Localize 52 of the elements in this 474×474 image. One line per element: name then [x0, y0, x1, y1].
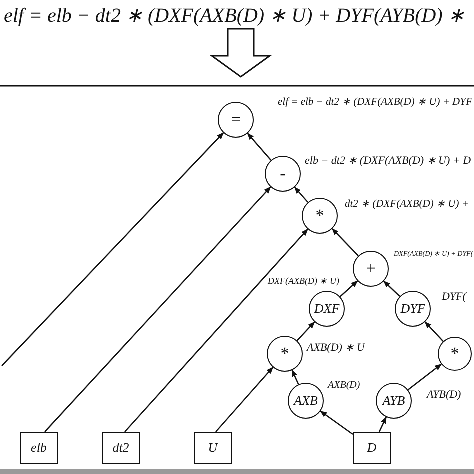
- arrow: [44, 186, 272, 432]
- expression-label: dt2 ∗ (DXF(AXB(D) ∗ U) +: [345, 200, 469, 210]
- input-box: [194, 432, 232, 464]
- arrow: [292, 370, 300, 385]
- expression-label: DYF(: [442, 292, 466, 303]
- arrow: [340, 280, 358, 298]
- operation-circle: [376, 383, 412, 419]
- operator-label: DYF: [400, 301, 426, 317]
- expression-label: elf = elb − dt2 ∗ (DXF(AXB(D) ∗ U) + DYF: [278, 98, 472, 108]
- operator-label: AXB: [294, 393, 318, 409]
- variable-label: elb: [31, 440, 47, 456]
- arrow: [124, 228, 308, 432]
- operation-circle: [353, 251, 389, 287]
- variable-label: D: [367, 440, 377, 456]
- arrow: [424, 322, 444, 342]
- arrow: [2, 132, 224, 366]
- expression-label: AXB(D): [328, 381, 360, 391]
- operator-label: -: [280, 164, 286, 184]
- operation-circle: [288, 383, 324, 419]
- expression-label: AYB(D): [427, 390, 462, 401]
- operator-label: *: [450, 344, 460, 364]
- operator-label: *: [316, 206, 324, 226]
- arrow: [332, 228, 359, 256]
- arrow: [216, 366, 274, 432]
- operation-circle: [438, 337, 472, 371]
- arrow: [296, 322, 316, 342]
- variable-label: dt2: [112, 440, 130, 456]
- expression-label: DXF(AXB(D) ∗ U): [268, 277, 340, 286]
- arrow: [408, 364, 442, 391]
- expression-label: AXB(D) ∗ U: [307, 343, 365, 354]
- input-box: [20, 432, 58, 464]
- arrow: [320, 410, 354, 436]
- operation-circle: [395, 291, 431, 327]
- operation-circle: [309, 291, 345, 327]
- operator-label: AYB: [382, 393, 406, 409]
- operation-circle: [267, 336, 303, 372]
- operator-label: +: [366, 259, 376, 279]
- equation-title: elf = elb − dt2 ∗ (DXF(AXB(D) ∗ U) + DYF(AYB(D) ∗: [4, 6, 465, 26]
- operator-label: *: [280, 344, 290, 364]
- arrow: [384, 280, 400, 298]
- input-box: [353, 432, 391, 464]
- operation-circle: [218, 102, 254, 138]
- arrow: [247, 133, 272, 161]
- input-box: [102, 432, 140, 464]
- variable-label: U: [208, 440, 218, 456]
- operator-label: DXF: [314, 301, 340, 317]
- operation-circle: [265, 156, 301, 192]
- arrow: [378, 416, 387, 432]
- operation-circle: [302, 198, 338, 234]
- arrow: [294, 186, 309, 203]
- operator-label: =: [231, 110, 241, 130]
- expression-label: elb − dt2 ∗ (DXF(AXB(D) ∗ U) + D: [305, 156, 472, 167]
